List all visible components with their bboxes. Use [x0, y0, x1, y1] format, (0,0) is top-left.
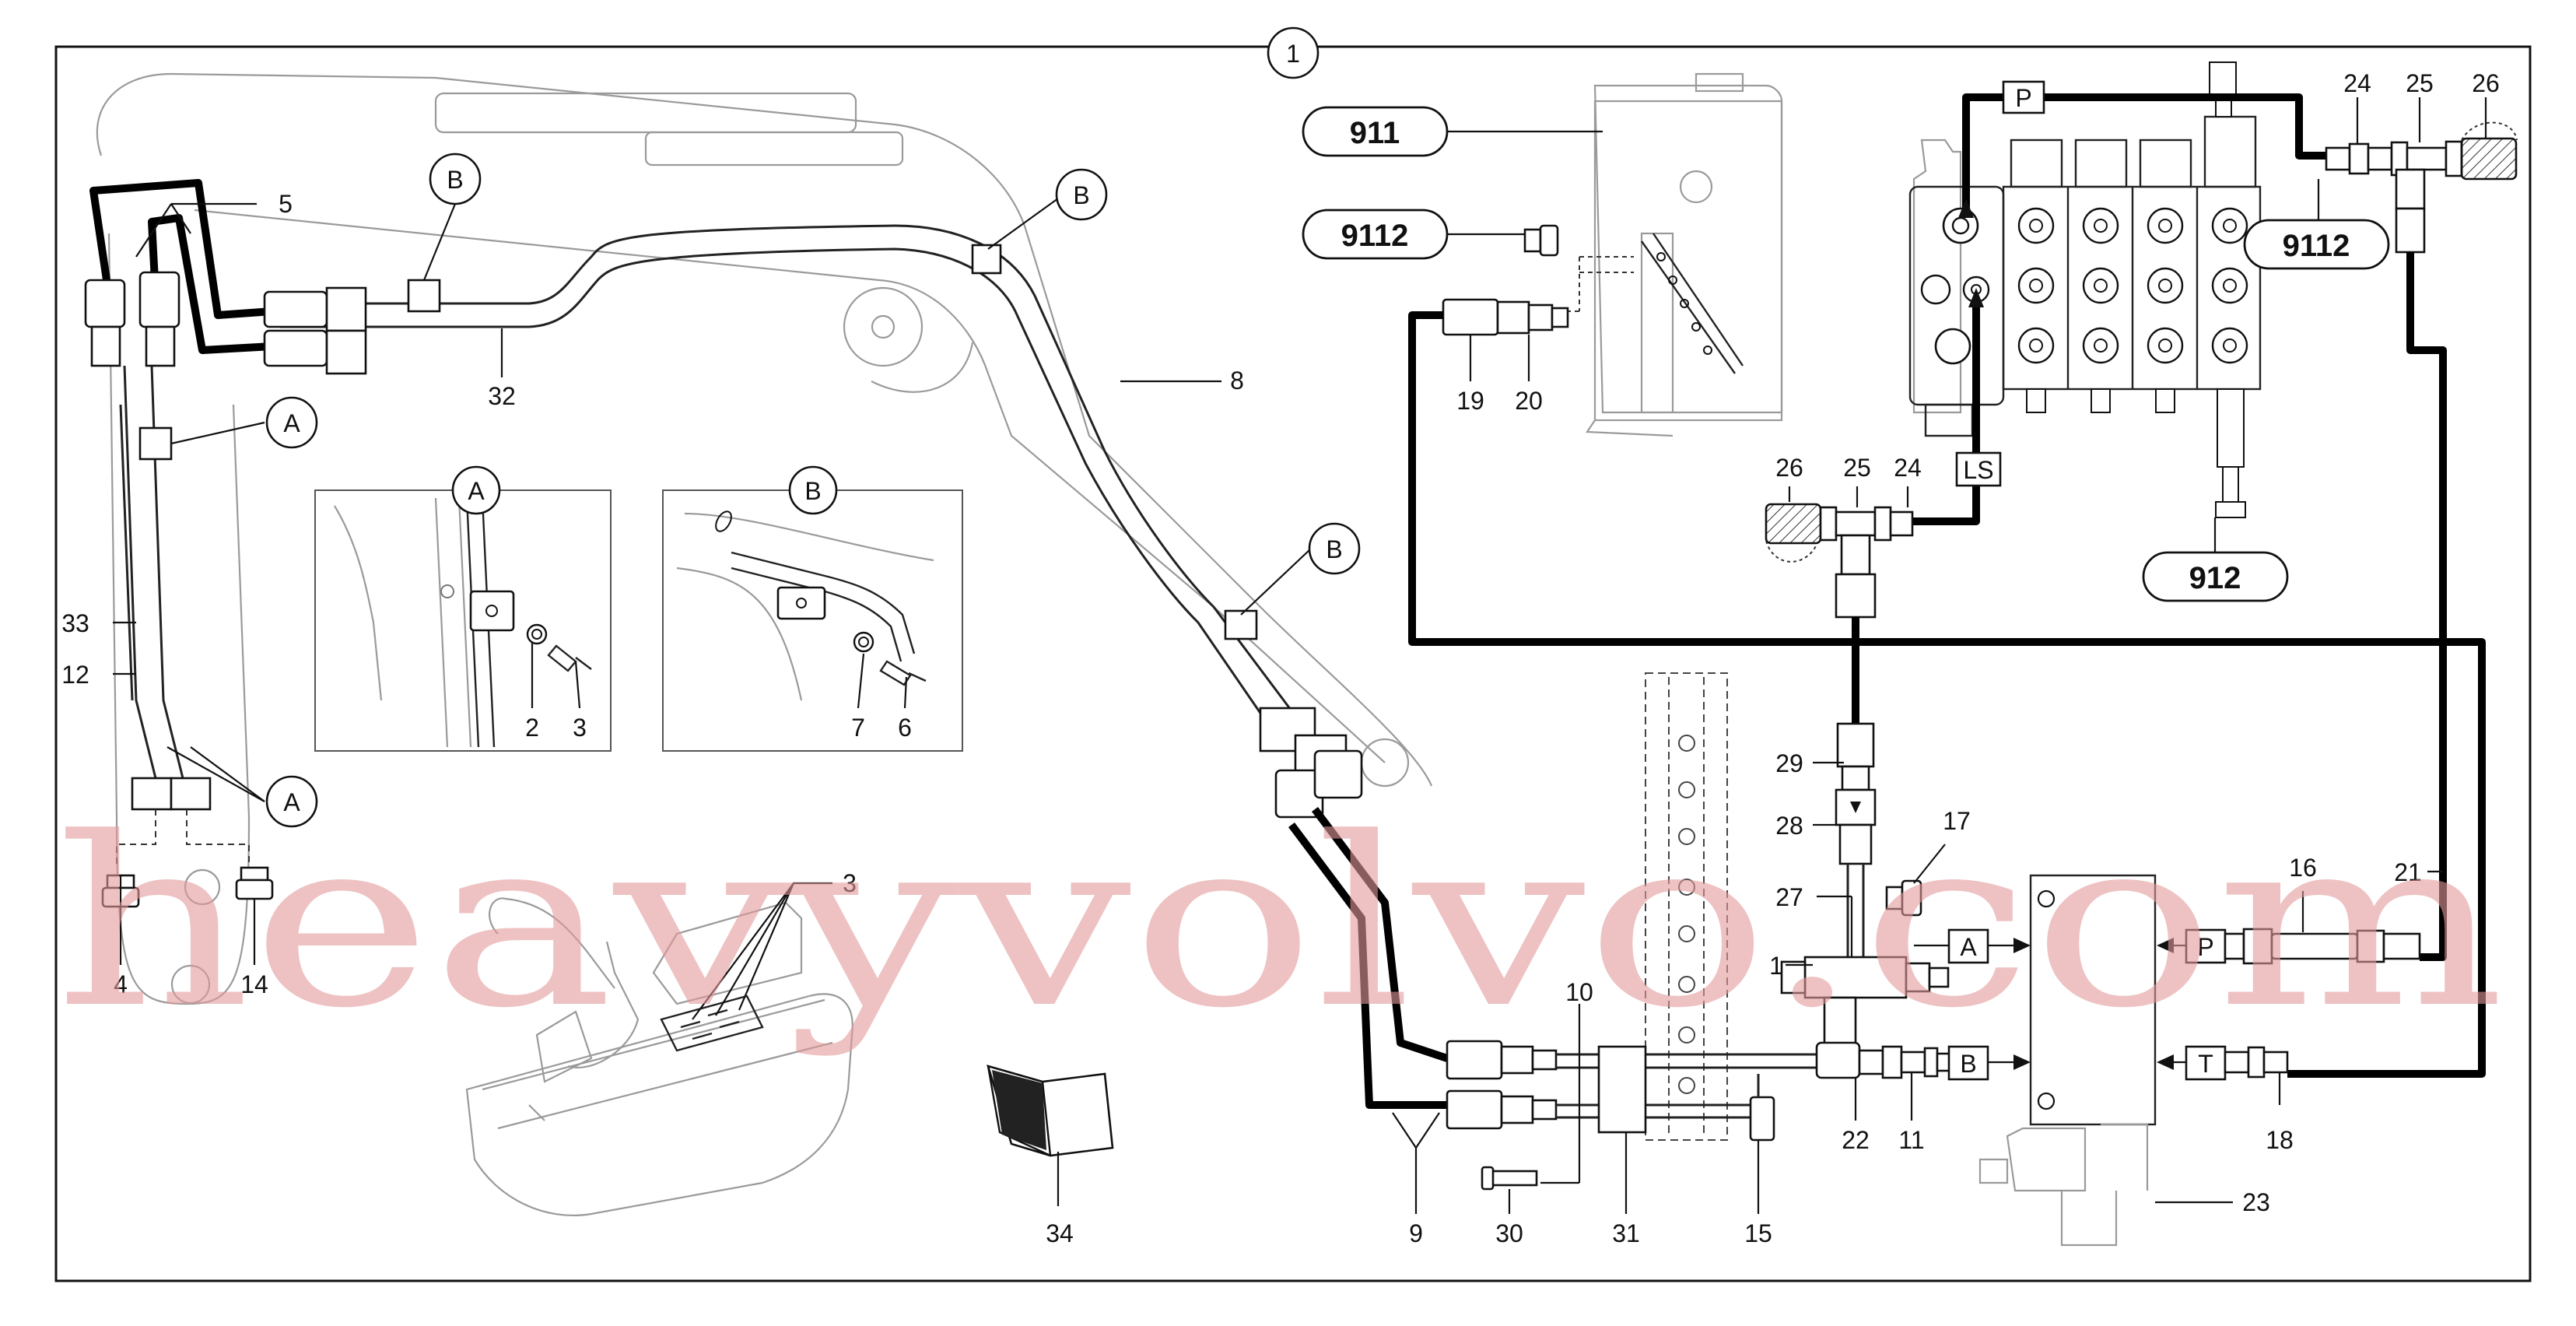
part-29: 29: [1775, 749, 1803, 777]
boom-fittings: [84, 244, 1363, 819]
callout-b-1[interactable]: B: [422, 153, 482, 281]
pill-9112-left: 9112: [1302, 209, 1525, 260]
svg-text:P: P: [2015, 84, 2031, 112]
svg-text:A: A: [1960, 933, 1977, 961]
part-6: 6: [898, 714, 912, 742]
fitting-16: [2224, 928, 2421, 965]
callout-a-lower[interactable]: A: [166, 746, 318, 828]
svg-text:912: 912: [2189, 561, 2241, 595]
callout-b-2[interactable]: B: [987, 168, 1108, 250]
callout-a-upper[interactable]: A: [170, 396, 318, 449]
svg-text:B: B: [1073, 181, 1089, 209]
fittings-24-25-26-left: [1765, 503, 1914, 619]
plug-17: [1885, 879, 1922, 917]
leader-lines: [113, 97, 2487, 1214]
mounting-plate: [1645, 672, 1728, 1141]
part-2: 2: [525, 714, 539, 742]
part-8: 8: [1230, 367, 1244, 395]
boom-hoses: [89, 179, 273, 354]
fitting-18: [2224, 1046, 2289, 1079]
part-5: 5: [279, 190, 293, 218]
part-number-labels: 5 32 8 33 12 2 3 7 6 3 4 14 34 19 20 26 …: [61, 69, 2500, 1247]
manual-book-icon: [987, 1065, 1114, 1157]
part-30: 30: [1495, 1219, 1523, 1247]
pill-912: 912: [2142, 517, 2289, 602]
part-19: 19: [1456, 387, 1484, 415]
port-b: B: [1947, 1045, 2031, 1081]
tee-hoses: [1288, 807, 1817, 1142]
main-hoses: [1408, 252, 2486, 1078]
part-25-right: 25: [2406, 69, 2434, 97]
pill-911: 911: [1302, 106, 1603, 157]
part-4: 4: [114, 970, 128, 998]
part-18: 18: [2266, 1126, 2294, 1154]
part-14: 14: [240, 970, 268, 998]
part-20: 20: [1515, 387, 1543, 415]
svg-text:T: T: [2198, 1050, 2213, 1078]
bolt-30: [1481, 1166, 1538, 1191]
callout-b-3[interactable]: B: [1240, 522, 1361, 616]
cap-14: [235, 866, 274, 900]
svg-text:LS: LS: [1963, 456, 1993, 484]
part-27: 27: [1775, 883, 1803, 911]
port-p-top: P: [2002, 80, 2045, 114]
part-28: 28: [1775, 812, 1803, 840]
figure-number-badge: 1: [1267, 26, 1320, 79]
svg-text:911: 911: [1350, 116, 1400, 150]
control-console: [465, 897, 853, 1216]
svg-text:B: B: [1326, 535, 1342, 563]
port-p-right: P: [2157, 928, 2227, 964]
part-10: 10: [1565, 978, 1593, 1006]
solenoid-valve: [1978, 874, 2157, 1247]
detail-b-label: B: [788, 465, 838, 515]
figure-number: 1: [1286, 40, 1300, 68]
svg-text:9112: 9112: [2283, 229, 2350, 263]
port-ls: LS: [1955, 451, 2002, 487]
part-3: 3: [573, 714, 587, 742]
svg-text:B: B: [1960, 1050, 1976, 1078]
detail-a-box: [314, 489, 612, 752]
part-34: 34: [1046, 1219, 1074, 1247]
svg-text:B: B: [447, 166, 463, 194]
part-22: 22: [1842, 1126, 1870, 1154]
part-15: 15: [1744, 1219, 1772, 1247]
fittings-27-28-29: [1835, 722, 1877, 957]
part-16: 16: [2289, 854, 2317, 882]
part-1: 1: [1769, 952, 1783, 980]
part-31: 31: [1612, 1219, 1640, 1247]
part-25-left: 25: [1843, 454, 1871, 482]
part-24-left: 24: [1894, 454, 1922, 482]
part-17: 17: [1943, 807, 1971, 835]
part-3-console: 3: [843, 869, 857, 897]
svg-text:9112: 9112: [1341, 219, 1409, 253]
excavator-arm-outline: [96, 72, 1433, 1005]
pill-9112-right: 9112: [2243, 179, 2390, 270]
part-9: 9: [1409, 1219, 1423, 1247]
detail-b-box: [662, 489, 963, 752]
svg-text:A: A: [468, 477, 485, 505]
svg-text:P: P: [2197, 933, 2213, 961]
part-23: 23: [2242, 1188, 2270, 1216]
fitting-19-20: [1442, 298, 1569, 336]
part-26-right: 26: [2472, 69, 2500, 97]
svg-text:A: A: [283, 409, 300, 437]
part-11: 11: [1898, 1126, 1924, 1154]
part-12: 12: [61, 661, 89, 689]
svg-text:A: A: [283, 788, 300, 816]
port-t: T: [2157, 1045, 2227, 1081]
fittings-24-25-26-right: [2325, 121, 2518, 254]
port-a: A: [1914, 928, 2031, 964]
part-7: 7: [851, 714, 865, 742]
svg-text:B: B: [804, 477, 821, 505]
part-32: 32: [488, 382, 516, 410]
watermark-text: heavyvolvo.com: [54, 788, 2505, 1059]
fittings-1-11-22: [1780, 956, 1954, 1079]
part-21: 21: [2394, 858, 2422, 886]
part-33: 33: [61, 609, 89, 637]
detail-a-label: A: [451, 465, 501, 515]
part-26-left: 26: [1775, 454, 1803, 482]
part-24-right: 24: [2343, 69, 2371, 97]
hydraulic-tank: [1540, 72, 1783, 437]
